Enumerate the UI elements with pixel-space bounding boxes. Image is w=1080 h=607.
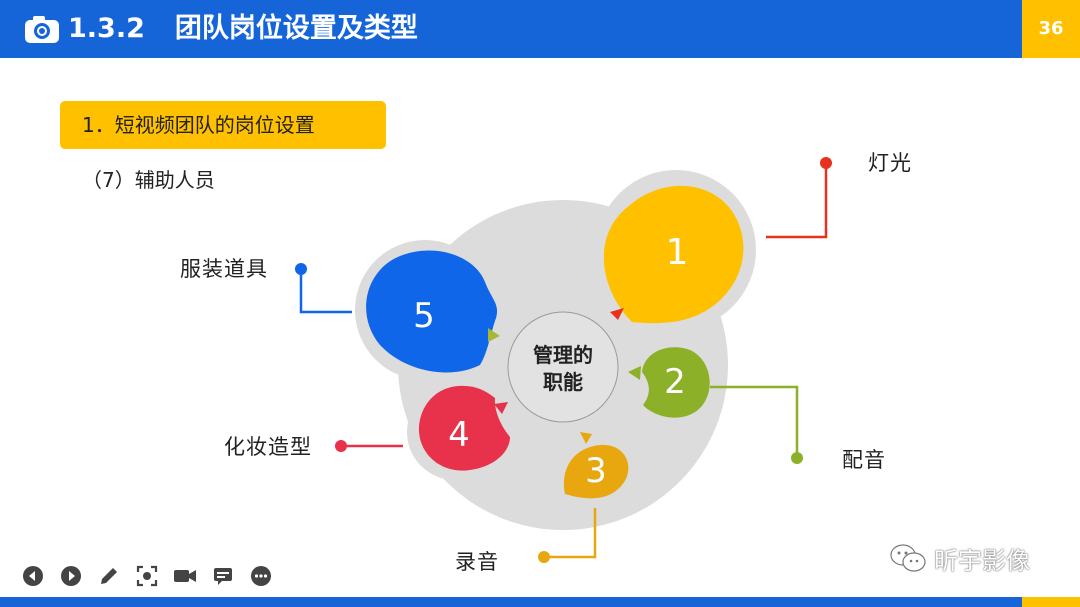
- previous-slide-button[interactable]: [20, 563, 46, 589]
- pen-button[interactable]: [96, 563, 122, 589]
- section-tag: 1．短视频团队的岗位设置: [60, 101, 386, 149]
- pointer-marker-3: [580, 432, 592, 444]
- connector-line-5: [299, 269, 352, 314]
- caption-icon: [214, 568, 232, 585]
- pointer-marker-5: [488, 328, 500, 342]
- node-shape-1: [603, 185, 744, 324]
- camera-button[interactable]: [172, 563, 198, 589]
- camera-icon: [25, 16, 59, 43]
- next-arrow-icon: [61, 566, 81, 586]
- node-shape-3: [563, 444, 629, 499]
- pointer-marker-4: [494, 402, 508, 414]
- node-shape-4: [418, 385, 510, 471]
- page-title: 1.3.2 团队岗位设置及类型: [68, 8, 418, 50]
- video-camera-icon: [174, 570, 196, 582]
- node-number-5: 5: [413, 296, 435, 336]
- subtitle: （7）辅助人员: [82, 168, 215, 192]
- node-label-3: 录音: [455, 550, 499, 574]
- connector-line-3: [544, 508, 597, 559]
- header-bar: 1.3.2 团队岗位设置及类型 36: [0, 0, 1080, 58]
- node-label-4: 化妆造型: [224, 435, 312, 459]
- prev-arrow-icon: [23, 566, 43, 586]
- pointer-marker-2: [628, 366, 641, 380]
- pointer-marker-1: [610, 308, 624, 320]
- footer-bar: [0, 597, 1080, 607]
- node-number-2: 2: [664, 362, 686, 402]
- more-dots-icon: [251, 566, 271, 586]
- wechat-icon: [890, 544, 926, 572]
- node-number-4: 4: [448, 415, 470, 455]
- title-text: 团队岗位设置及类型: [174, 13, 418, 44]
- more-options-button[interactable]: [248, 563, 274, 589]
- node-label-2: 配音: [842, 448, 886, 472]
- subtitles-button[interactable]: [210, 563, 236, 589]
- connector-dot-2: [791, 452, 803, 464]
- node-shape-5: [366, 250, 498, 373]
- node-label-5: 服装道具: [180, 257, 268, 281]
- node-number-1: 1: [666, 232, 689, 273]
- footer-accent: [1022, 597, 1080, 607]
- connector-dot-4: [335, 440, 347, 452]
- zoom-button[interactable]: [134, 563, 160, 589]
- slideshow-toolbar: [20, 562, 274, 590]
- pen-icon: [101, 568, 117, 584]
- next-slide-button[interactable]: [58, 563, 84, 589]
- node-shape-2: [642, 347, 710, 418]
- node-label-1: 灯光: [868, 151, 912, 175]
- center-label-line1: 管理的: [533, 343, 593, 367]
- connector-line-2: [710, 385, 799, 458]
- zoom-focus-icon: [136, 565, 158, 587]
- connector-line-1: [766, 163, 828, 239]
- watermark-text: 昕宇影像: [934, 546, 1030, 575]
- connector-dot-1: [820, 157, 832, 169]
- connector-dot-5: [295, 263, 307, 275]
- center-circle: [507, 311, 619, 423]
- node-number-3: 3: [585, 451, 607, 491]
- watermark: 昕宇影像: [888, 540, 1030, 576]
- page-number: 36: [1022, 0, 1080, 58]
- connector-dot-3: [538, 551, 550, 563]
- section-number: 1.3.2: [68, 13, 145, 44]
- center-label-line2: 职能: [543, 370, 583, 394]
